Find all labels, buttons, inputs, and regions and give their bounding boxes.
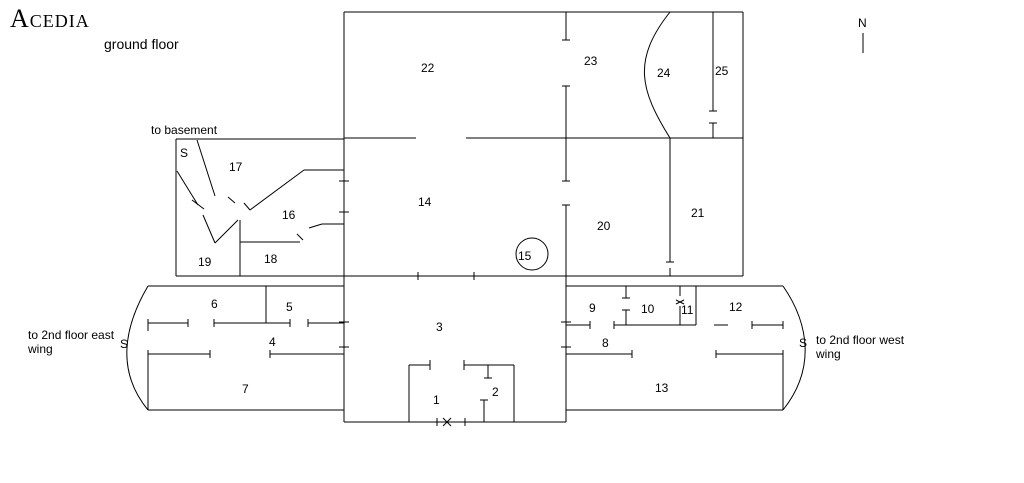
room-label-17: 17 — [229, 160, 243, 174]
compass-north-label: N — [858, 16, 867, 30]
building-walls — [126, 11, 806, 427]
room-label-10: 10 — [641, 302, 655, 316]
room-label-6: 6 — [211, 297, 218, 311]
room-label-15: 15 — [518, 249, 532, 263]
stair-symbol-basement: S — [180, 146, 188, 160]
room-label-5: 5 — [286, 300, 293, 314]
room-label-23: 23 — [584, 54, 598, 68]
basement-label: to basement — [151, 123, 218, 137]
room-label-18: 18 — [264, 252, 278, 266]
west-wing-stairs-label-line1: to 2nd floor west — [816, 333, 905, 347]
west-wing-stairs-label-line2: wing — [815, 347, 841, 361]
room-label-13: 13 — [655, 381, 669, 395]
room-label-8: 8 — [602, 336, 609, 350]
room-label-9: 9 — [589, 301, 596, 315]
room-label-21: 21 — [691, 206, 705, 220]
east-wing-stairs-label-line2: wing — [27, 342, 53, 356]
room-label-24: 24 — [657, 66, 671, 80]
map-subtitle: ground floor — [104, 36, 179, 52]
room-label-1: 1 — [433, 393, 440, 407]
room-label-11: 11 — [681, 303, 694, 317]
annotations: to basement S S S to 2nd floor east wing… — [27, 123, 905, 361]
room-label-12: 12 — [729, 300, 743, 314]
room-label-3: 3 — [436, 320, 443, 334]
room-label-20: 20 — [597, 219, 611, 233]
room-label-14: 14 — [418, 195, 432, 209]
room-label-4: 4 — [269, 335, 276, 349]
room-label-19: 19 — [198, 255, 212, 269]
compass: N — [858, 16, 867, 53]
map-title: Acedia — [10, 4, 90, 33]
room-label-25: 25 — [715, 64, 729, 78]
east-wing-stairs-label-line1: to 2nd floor east — [28, 328, 115, 342]
stair-symbol-east: S — [120, 337, 128, 351]
room-label-16: 16 — [282, 208, 296, 222]
room-label-7: 7 — [242, 382, 249, 396]
stair-tower-circle — [515, 237, 549, 271]
stair-symbol-west: S — [799, 336, 807, 350]
room-labels: 1 2 3 4 5 6 7 8 9 10 11 12 13 14 15 16 1… — [198, 54, 743, 407]
room-label-22: 22 — [421, 61, 435, 75]
room-label-2: 2 — [492, 385, 499, 399]
